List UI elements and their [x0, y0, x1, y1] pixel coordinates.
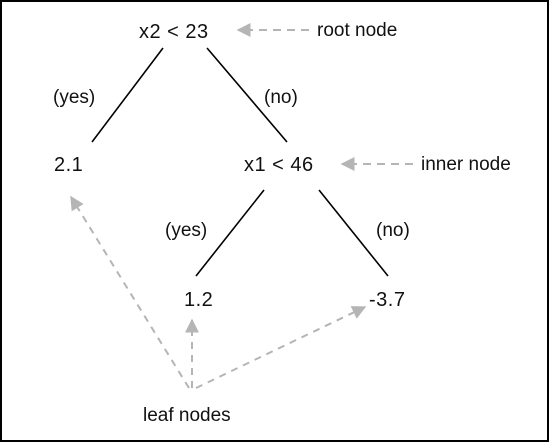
- leaf-pointer-arrow-right: [195, 306, 367, 389]
- inner-yes-edge-label: (yes): [165, 220, 208, 241]
- inner-right-leaf-value: -3.7: [369, 289, 406, 311]
- leaf-nodes-annotation: leaf nodes: [143, 405, 231, 426]
- inner-left-leaf-value: 1.2: [184, 289, 214, 311]
- edge-inner-to-right-leaf: [318, 189, 389, 277]
- edge-root-to-inner-node: [206, 47, 288, 143]
- root-node-label: x2 < 23: [139, 21, 209, 43]
- leaf-pointer-arrow-left: [70, 195, 190, 389]
- inner-node-annotation: inner node: [421, 154, 511, 175]
- edge-inner-to-left-leaf: [195, 189, 265, 277]
- inner-node-label: x1 < 46: [244, 154, 314, 176]
- root-yes-edge-label: (yes): [53, 87, 96, 108]
- inner-no-edge-label: (no): [376, 220, 410, 241]
- left-leaf-value: 2.1: [54, 154, 84, 176]
- root-node-annotation: root node: [317, 20, 398, 41]
- root-no-edge-label: (no): [264, 87, 298, 108]
- edge-root-to-left-leaf: [91, 47, 164, 143]
